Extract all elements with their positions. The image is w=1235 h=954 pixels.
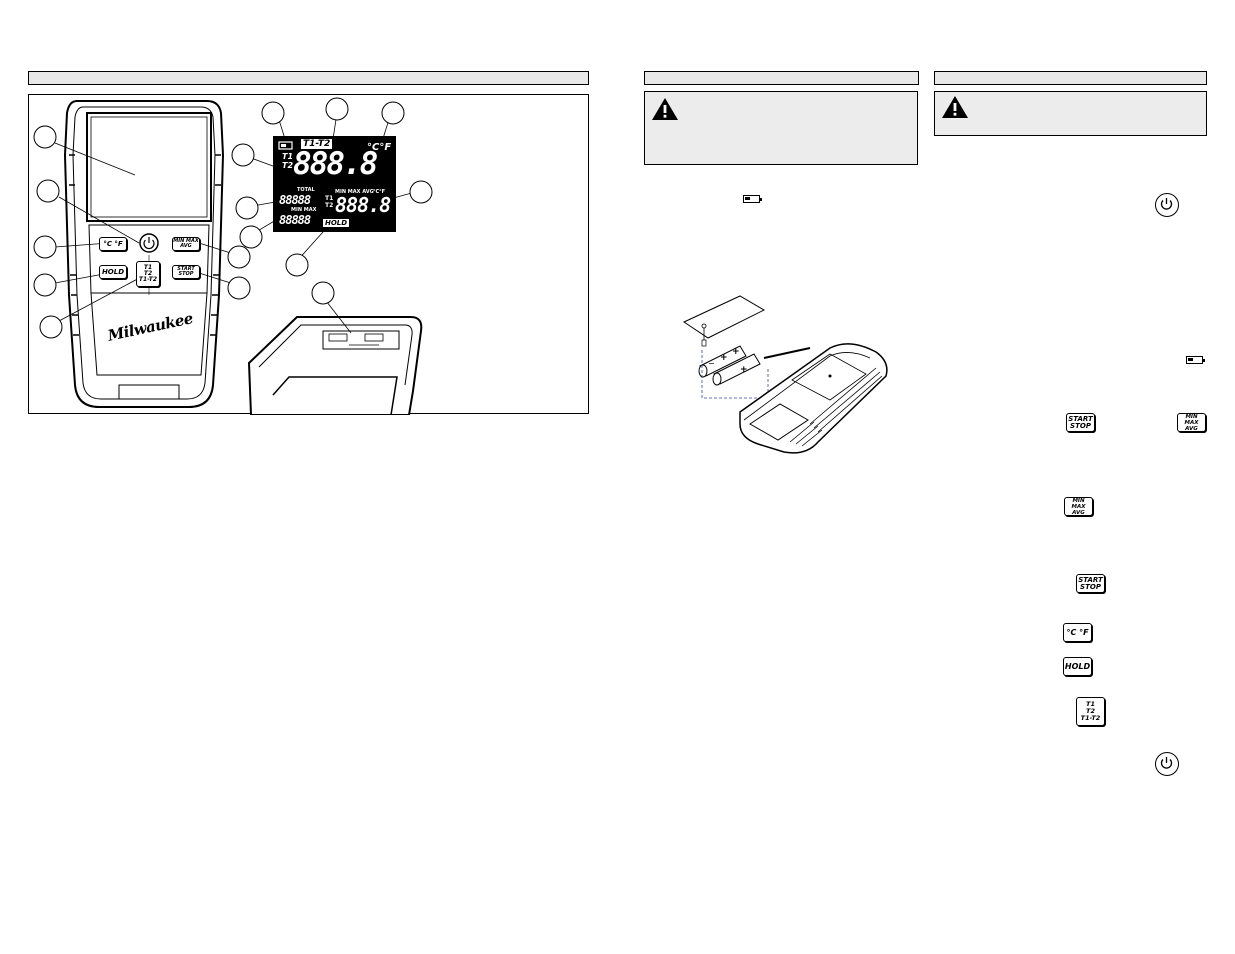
lcd-secondary-digits: 888.8 [335, 193, 391, 217]
hold-key-icon: HOLD [1063, 657, 1092, 676]
lcd-probe-t1: T1 [282, 152, 294, 161]
svg-text:+: + [720, 353, 728, 363]
section-header-assembly [644, 71, 919, 85]
warning-icon [652, 98, 678, 120]
lcd-unit-label: °C°F [367, 142, 392, 153]
lcd-hold-label: HOLD [323, 219, 350, 227]
low-battery-icon [1186, 356, 1205, 364]
section-header-operation [934, 71, 1207, 85]
lcd-min-max-label: MIN MAX [291, 207, 317, 213]
lcd-secondary-t2: T2 [325, 202, 334, 209]
device-key-hold: HOLD [99, 265, 127, 279]
power-icon [1155, 752, 1179, 776]
low-battery-icon [743, 195, 762, 203]
device-illustration [33, 97, 433, 415]
lcd-min-max-digits: 88888 [279, 213, 311, 227]
warning-box-assembly [644, 91, 918, 165]
power-icon [1155, 193, 1179, 217]
celsius-fahrenheit-key-icon: °C °F [1063, 623, 1092, 642]
lcd-secondary-unit: °C°F [373, 189, 386, 195]
lcd-mode-label: T1-T2 [301, 139, 333, 149]
lcd-total-label: TOTAL [297, 187, 315, 193]
lcd-total-digits: 88888 [279, 193, 311, 207]
svg-text:+: + [740, 365, 748, 375]
battery-installation-illustration: + + + − [682, 295, 888, 454]
lcd-secondary-header: MIN MAX AVG [335, 189, 374, 195]
lcd-main-digits: 888.8 [293, 146, 378, 182]
device-key-cf: °C °F [99, 237, 127, 251]
lcd-secondary-t1: T1 [325, 195, 334, 202]
svg-text:+: + [732, 347, 740, 357]
lcd-probe-t2: T2 [282, 161, 294, 170]
section-header-functional-description [28, 71, 589, 85]
warning-box-operation [934, 91, 1207, 136]
warning-icon [942, 96, 968, 118]
svg-text:−: − [708, 359, 715, 368]
